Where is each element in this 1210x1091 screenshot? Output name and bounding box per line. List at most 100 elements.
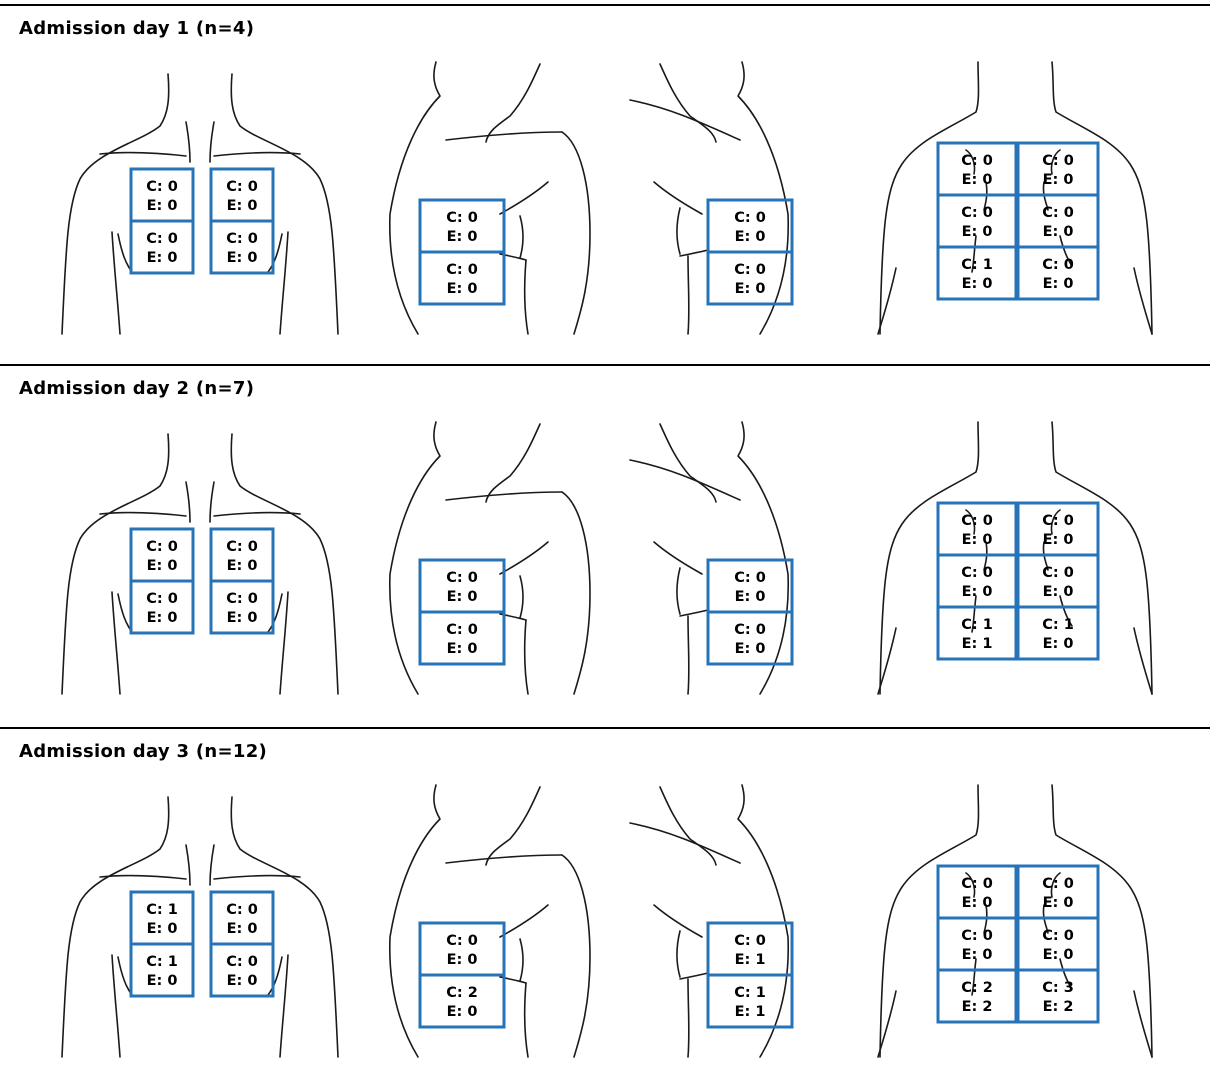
zone-c-value: C: 0 (226, 902, 258, 918)
body-outline (654, 542, 702, 574)
zone-c-value: C: 0 (146, 539, 178, 555)
zone-e-value: E: 1 (962, 636, 993, 652)
zone-e-value: E: 0 (735, 641, 766, 657)
zone-box: C: 1 E: 0 (1018, 607, 1098, 659)
body-view-lateral-left: C: 0E: 0C: 0E: 0 (630, 62, 792, 334)
zone-e-value: E: 0 (962, 172, 993, 188)
zone-c-value: C: 0 (1042, 513, 1074, 529)
body-view-anterior: C: 0E: 0C: 0E: 0C: 0E: 0C: 0E: 0 (62, 74, 338, 334)
zone-c-value: C: 3 (1042, 980, 1074, 996)
body-outline (654, 182, 702, 214)
zone-e-value: E: 0 (1043, 172, 1074, 188)
zone-e-value: E: 0 (1043, 636, 1074, 652)
zone-e-value: E: 0 (962, 584, 993, 600)
zone-e-value: E: 0 (147, 610, 178, 626)
body-outline (500, 905, 548, 937)
body-outline (500, 182, 548, 214)
body-outline (100, 876, 186, 879)
body-outline (1134, 628, 1152, 694)
body-outline (520, 939, 523, 981)
zone-e-value: E: 0 (735, 589, 766, 605)
body-outline (562, 132, 590, 334)
body-outline (677, 931, 680, 977)
body-outline (112, 592, 120, 694)
zone-box: C: 0E: 0 (131, 581, 193, 633)
body-outline (680, 250, 708, 256)
zone-c-value: C: 0 (226, 231, 258, 247)
body-outline (500, 542, 548, 574)
zone-c-value: C: 0 (1042, 153, 1074, 169)
body-outline (630, 100, 740, 140)
body-outline (688, 979, 689, 1057)
zone-c-value: C: 0 (446, 210, 478, 226)
zone-box: C: 0E: 0 (211, 944, 273, 996)
body-outline (280, 232, 288, 334)
zone-box: C: 1E: 1 (708, 975, 792, 1027)
zone-e-value: E: 0 (227, 610, 258, 626)
day-section-3: Admission day 3 (n=12)C: 1E: 0C: 0E: 0C:… (0, 727, 1210, 1091)
zone-e-value: E: 0 (447, 589, 478, 605)
body-view-posterior: C: 0E: 0C: 0E: 0C: 0E: 0C: 0E: 0C: 2E: 2… (878, 785, 1152, 1057)
zone-e-value: E: 0 (227, 198, 258, 214)
zone-box: C: 0E: 0 (211, 529, 273, 581)
zone-e-value: E: 0 (447, 952, 478, 968)
zone-c-value: C: 0 (226, 539, 258, 555)
zone-c-value: C: 0 (1042, 257, 1074, 273)
zone-e-value: E: 0 (147, 558, 178, 574)
body-diagram: C: 1E: 0C: 0E: 0C: 1E: 0C: 0E: 0C: 0E: 0… (0, 727, 1210, 1089)
zone-c-value: C: 0 (226, 591, 258, 607)
body-view-anterior: C: 0E: 0C: 0E: 0C: 0E: 0C: 0E: 0 (62, 434, 338, 694)
body-outline (486, 64, 540, 142)
zone-c-value: C: 0 (961, 513, 993, 529)
body-outline (100, 513, 186, 516)
zone-c-value: C: 0 (961, 205, 993, 221)
body-outline (214, 153, 300, 156)
zone-box: C: 0E: 0 (708, 560, 792, 612)
zone-e-value: E: 0 (147, 973, 178, 989)
zone-e-value: E: 0 (1043, 532, 1074, 548)
zone-c-value: C: 0 (1042, 565, 1074, 581)
body-outline (525, 983, 528, 1057)
zone-box: C: 0E: 0 (420, 923, 504, 975)
body-outline (688, 256, 689, 334)
zone-box: C: 0E: 0 (1018, 195, 1098, 247)
zone-box: C: 0E: 1 (708, 923, 792, 975)
zone-c-value: C: 1 (734, 985, 766, 1001)
body-view-lateral-left: C: 0E: 0C: 0E: 0 (630, 422, 792, 694)
body-outline (280, 592, 288, 694)
zone-e-value: E: 0 (735, 229, 766, 245)
zone-c-value: C: 0 (961, 876, 993, 892)
zone-e-value: E: 0 (147, 250, 178, 266)
zone-box: C: 3E: 2 (1018, 970, 1098, 1022)
zone-box: C: 0E: 0 (420, 612, 504, 664)
zone-c-value: C: 1 (1042, 617, 1074, 633)
zone-e-value: E: 0 (1043, 895, 1074, 911)
body-outline (112, 955, 120, 1057)
zone-box: C: 0E: 0 (938, 555, 1016, 607)
day-section-1: Admission day 1 (n=4)C: 0E: 0C: 0E: 0C: … (0, 4, 1210, 368)
body-outline (446, 492, 562, 500)
zone-box: C: 0E: 0 (420, 252, 504, 304)
body-outline (677, 208, 680, 254)
body-outline (1134, 268, 1152, 334)
zone-box: C: 0 E: 0 (211, 581, 273, 633)
body-outline (486, 787, 540, 865)
body-outline (562, 855, 590, 1057)
zone-box: C: 0E: 0 (938, 195, 1016, 247)
zone-c-value: C: 1 (961, 257, 993, 273)
body-outline (520, 216, 523, 258)
body-view-posterior: C: 0E: 0C: 0E: 0C: 0E: 0C: 0E: 0C: 1E: 1… (878, 422, 1152, 694)
body-outline (520, 576, 523, 618)
body-outline (112, 232, 120, 334)
body-outline (630, 460, 740, 500)
zone-box: C: 0E: 0 (938, 866, 1016, 918)
zone-e-value: E: 2 (962, 999, 993, 1015)
zone-c-value: C: 0 (961, 928, 993, 944)
zone-box: C: 0E: 0 (211, 892, 273, 944)
zone-box: C: 0E: 0 (1018, 247, 1098, 299)
zone-c-value: C: 0 (446, 262, 478, 278)
body-view-lateral-right: C: 0E: 0C: 0E: 0 (390, 62, 590, 334)
zone-box: C: 1E: 0 (938, 247, 1016, 299)
day-section-2: Admission day 2 (n=7)C: 0E: 0C: 0E: 0C: … (0, 364, 1210, 728)
zone-e-value: E: 0 (147, 198, 178, 214)
